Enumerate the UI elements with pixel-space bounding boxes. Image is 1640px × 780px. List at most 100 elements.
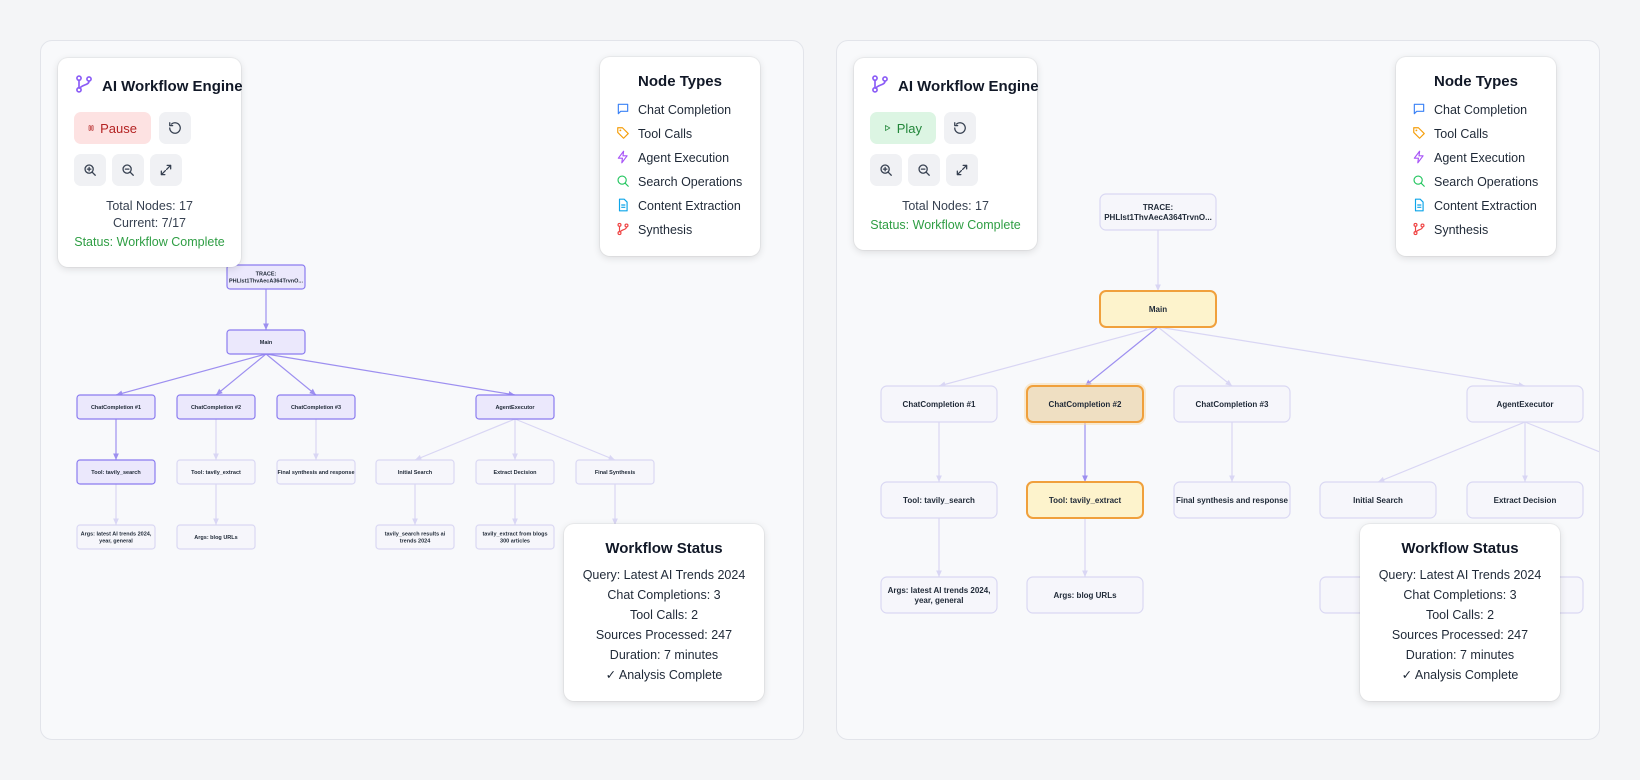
node-type-label: Search Operations [1434, 175, 1539, 189]
current-node: Current: 7/17 [113, 216, 186, 230]
node-box[interactable] [176, 524, 256, 550]
node-agent[interactable]: AgentExecutor [475, 394, 555, 420]
node-cc3[interactable]: ChatCompletion #3 [1173, 385, 1291, 423]
expand-icon [956, 164, 968, 176]
node-label: Args: latest AI trends 2024, [888, 586, 991, 595]
node-g1[interactable]: Args: latest AI trends 2024,year, genera… [76, 524, 156, 550]
node-cc2[interactable]: ChatCompletion #2 [176, 394, 256, 420]
fit-view-button[interactable] [150, 154, 182, 186]
node-box[interactable] [1026, 385, 1144, 423]
node-box[interactable] [880, 385, 998, 423]
node-box[interactable] [76, 459, 156, 485]
graph-nodes: TRACE:PHLlst1ThvAecA364TrvnO... MainChatC… [76, 264, 655, 550]
node-types-title: Node Types [638, 73, 722, 90]
node-g2[interactable]: Args: blog URLs [176, 524, 256, 550]
node-box[interactable] [76, 524, 156, 550]
node-a2[interactable]: Extract Decision [475, 459, 555, 485]
zoom-out-button[interactable] [112, 154, 144, 186]
node-box[interactable] [1026, 576, 1144, 614]
fit-view-button[interactable] [946, 154, 978, 186]
branch-icon [870, 74, 890, 98]
node-type-item: Chat Completion [616, 98, 744, 122]
node-box[interactable] [176, 459, 256, 485]
node-label: ChatCompletion #3 [1196, 400, 1269, 409]
node-box[interactable] [1173, 385, 1291, 423]
reset-button[interactable] [159, 112, 191, 144]
node-type-label: Content Extraction [638, 199, 741, 213]
node-box[interactable] [1319, 481, 1437, 519]
node-t1[interactable]: Tool: tavily_search [76, 459, 156, 485]
branch-icon [616, 222, 630, 239]
engine-stats: Total Nodes: 17 Status: Workflow Complet… [870, 198, 1021, 234]
node-box[interactable] [880, 576, 998, 614]
node-box[interactable] [1466, 385, 1584, 423]
node-t2[interactable]: Tool: tavily_extract [176, 459, 256, 485]
node-box[interactable] [475, 524, 555, 550]
node-cc1[interactable]: ChatCompletion #1 [880, 385, 998, 423]
node-label: Args: latest AI trends 2024, [81, 531, 152, 537]
reset-button[interactable] [944, 112, 976, 144]
node-cc1[interactable]: ChatCompletion #1 [76, 394, 156, 420]
node-box[interactable] [76, 394, 156, 420]
node-t3[interactable]: Final synthesis and response [276, 459, 356, 485]
node-box[interactable] [226, 264, 306, 290]
node-box[interactable] [375, 524, 455, 550]
node-a1[interactable]: Initial Search [1319, 481, 1437, 519]
pause-button[interactable]: Pause [74, 112, 151, 144]
node-a2[interactable]: Extract Decision [1466, 481, 1584, 519]
tag-icon [616, 126, 630, 143]
node-box[interactable] [1466, 481, 1584, 519]
status-duration: Duration: 7 minutes [609, 648, 719, 662]
node-cc2[interactable]: ChatCompletion #2 [1024, 383, 1146, 425]
node-box[interactable] [475, 459, 555, 485]
node-box[interactable] [276, 394, 356, 420]
node-type-label: Agent Execution [1434, 151, 1526, 165]
workflow-status-title: Workflow Status [605, 540, 723, 557]
node-trace[interactable]: TRACE:PHLlst1ThvAecA364TrvnO... [1099, 193, 1217, 231]
node-type-item: Synthesis [616, 218, 744, 242]
node-box[interactable] [575, 459, 655, 485]
node-label: Args: blog URLs [194, 535, 237, 541]
node-box[interactable] [375, 459, 455, 485]
edge-agent-a1 [414, 418, 516, 461]
node-box[interactable] [1099, 290, 1217, 328]
node-box[interactable] [1026, 481, 1144, 519]
node-label: PHLlst1ThvAecA364TrvnO... [1104, 213, 1212, 222]
node-trace[interactable]: TRACE:PHLlst1ThvAecA364TrvnO... [226, 264, 306, 290]
node-box[interactable] [1173, 481, 1291, 519]
node-box[interactable] [475, 394, 555, 420]
engine-status: Status: Workflow Complete [74, 235, 225, 249]
node-type-item: Agent Execution [616, 146, 744, 170]
zoom-out-button[interactable] [908, 154, 940, 186]
node-t1[interactable]: Tool: tavily_search [880, 481, 998, 519]
node-box[interactable] [176, 394, 256, 420]
engine-title: AI Workflow Engine [74, 74, 243, 98]
node-label: 300 articles [500, 538, 530, 544]
node-t2[interactable]: Tool: tavily_extract [1026, 481, 1144, 519]
node-label: Tool: tavily_extract [1049, 496, 1122, 505]
node-cc3[interactable]: ChatCompletion #3 [276, 394, 356, 420]
node-a3[interactable]: Final Synthesis [575, 459, 655, 485]
node-label: Args: blog URLs [1053, 591, 1117, 600]
node-box[interactable] [880, 481, 998, 519]
edge-agent-a3 [1524, 421, 1599, 453]
node-main[interactable]: Main [226, 329, 306, 355]
edge-main-cc1 [938, 326, 1159, 388]
node-a1[interactable]: Initial Search [375, 459, 455, 485]
node-box[interactable] [1099, 193, 1217, 231]
play-button[interactable]: Play [870, 112, 936, 144]
zoom-in-button[interactable] [870, 154, 902, 186]
node-box[interactable] [276, 459, 356, 485]
node-g2[interactable]: Args: blog URLs [1026, 576, 1144, 614]
node-box[interactable] [226, 329, 306, 355]
node-g1[interactable]: Args: latest AI trends 2024,year, genera… [880, 576, 998, 614]
node-t3[interactable]: Final synthesis and response [1173, 481, 1291, 519]
workflow-status-card: Workflow Status Query: Latest AI Trends … [1360, 524, 1560, 701]
node-main[interactable]: Main [1099, 290, 1217, 328]
node-agent[interactable]: AgentExecutor [1466, 385, 1584, 423]
zoom-in-button[interactable] [74, 154, 106, 186]
workflow-graph-left[interactable]: TRACE:PHLlst1ThvAecA364TrvnO... MainChatC… [41, 41, 804, 740]
